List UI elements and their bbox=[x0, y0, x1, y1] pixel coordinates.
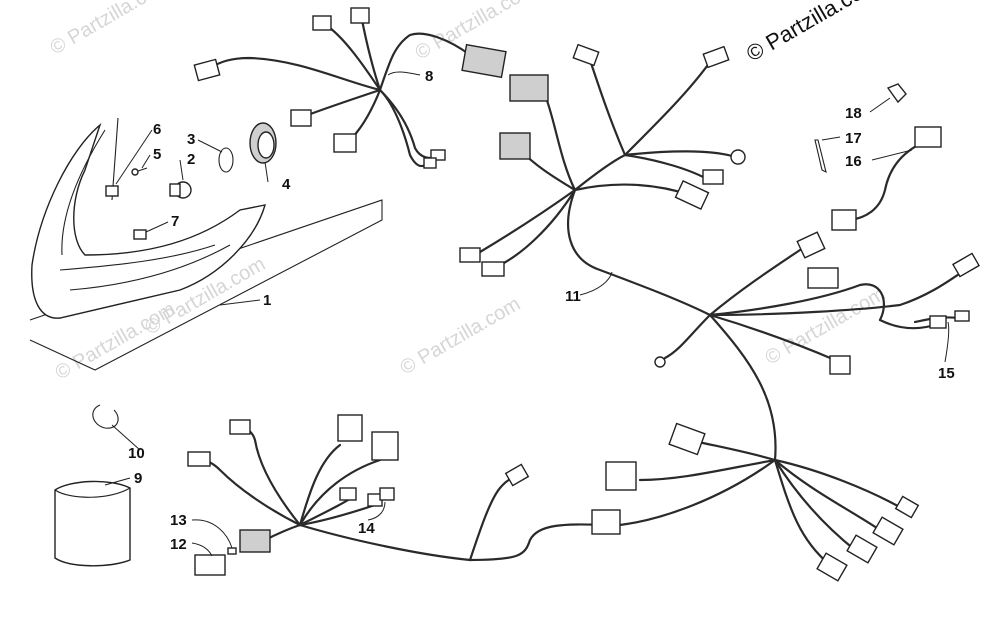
callout-4: 4 bbox=[282, 176, 291, 193]
connector bbox=[379, 487, 395, 501]
headlight-assembly bbox=[29, 117, 383, 371]
callout-11: 11 bbox=[565, 288, 581, 305]
harness-11 bbox=[187, 43, 980, 582]
connector bbox=[337, 414, 363, 442]
connector bbox=[461, 43, 507, 79]
watermark-1: © Partzilla.com bbox=[47, 0, 175, 59]
connector bbox=[702, 169, 724, 185]
connector bbox=[872, 516, 904, 546]
connector bbox=[350, 7, 370, 24]
copyright-text: © Partzilla.com bbox=[742, 0, 883, 66]
connector bbox=[187, 451, 211, 467]
leaders bbox=[104, 71, 950, 557]
callout-2: 2 bbox=[187, 151, 195, 168]
connector bbox=[423, 157, 437, 169]
callout-14: 14 bbox=[358, 520, 375, 537]
connector bbox=[894, 495, 920, 519]
connector bbox=[591, 509, 621, 535]
connector bbox=[239, 529, 271, 553]
callout-numbers: 1 2 3 4 5 6 7 8 9 10 11 12 13 14 15 16 1… bbox=[128, 68, 955, 553]
small-parts-left bbox=[54, 404, 237, 576]
connector bbox=[572, 43, 600, 67]
watermark-4: © Partzilla.com bbox=[397, 293, 525, 379]
callout-18: 18 bbox=[845, 105, 862, 122]
connector bbox=[796, 231, 826, 259]
connector bbox=[829, 355, 851, 375]
connector bbox=[668, 422, 706, 456]
callout-5: 5 bbox=[153, 146, 161, 163]
connector bbox=[846, 534, 878, 564]
connector bbox=[816, 552, 848, 582]
connector bbox=[459, 247, 481, 263]
connector bbox=[952, 252, 980, 278]
connector bbox=[702, 45, 730, 69]
callout-7: 7 bbox=[171, 213, 179, 230]
connector bbox=[430, 149, 446, 161]
connector bbox=[605, 461, 637, 491]
callout-12: 12 bbox=[170, 536, 187, 553]
connector bbox=[807, 267, 839, 289]
small-parts-right bbox=[814, 83, 970, 329]
connector bbox=[371, 431, 399, 461]
callout-13: 13 bbox=[170, 512, 187, 529]
connector bbox=[193, 58, 221, 82]
connector bbox=[674, 179, 710, 211]
connector bbox=[290, 109, 312, 127]
callout-3: 3 bbox=[187, 131, 195, 148]
connector bbox=[509, 74, 549, 102]
callout-9: 9 bbox=[134, 470, 142, 487]
connector bbox=[339, 487, 357, 501]
connector bbox=[499, 132, 531, 160]
connector bbox=[312, 15, 332, 31]
callout-15: 15 bbox=[938, 365, 955, 382]
harness-8 bbox=[193, 7, 507, 169]
callout-6: 6 bbox=[153, 121, 161, 138]
callout-17: 17 bbox=[845, 130, 862, 147]
connector bbox=[730, 149, 746, 165]
callout-10: 10 bbox=[128, 445, 145, 462]
connector bbox=[229, 419, 251, 435]
callout-1: 1 bbox=[263, 292, 271, 309]
callout-8: 8 bbox=[425, 68, 433, 85]
callout-16: 16 bbox=[845, 153, 862, 170]
connector bbox=[333, 133, 357, 153]
ground-terminal bbox=[654, 356, 666, 368]
connector bbox=[504, 463, 530, 487]
connector bbox=[481, 261, 505, 277]
